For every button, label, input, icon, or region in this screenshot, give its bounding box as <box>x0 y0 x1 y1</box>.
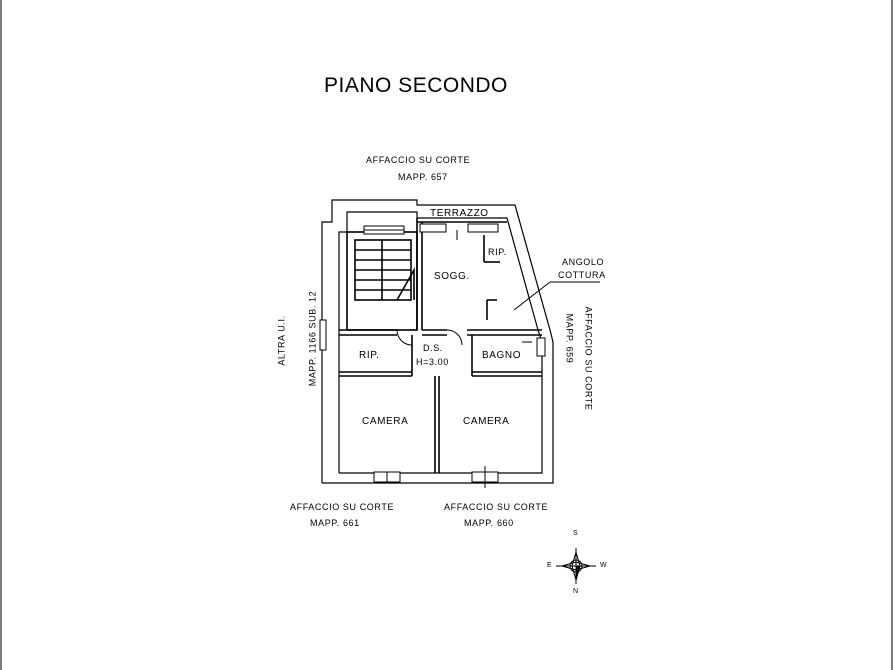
bottom-left-outlook-parcel: MAPP. 661 <box>310 518 360 528</box>
left-boundary-label: ALTRA U.I. <box>276 315 287 366</box>
room-wc-label: RIP. <box>488 247 507 257</box>
left-boundary-parcel: MAPP. 1166 SUB. 12 <box>307 290 318 387</box>
bottom-right-outlook-label: AFFACCIO SU CORTE <box>444 502 549 512</box>
room-bath-label: BAGNO <box>482 350 522 361</box>
interior-walls <box>339 218 542 473</box>
compass-left-letter: E <box>547 562 553 569</box>
room-hall-label-1: D.S. <box>423 343 443 353</box>
top-outlook-parcel: MAPP. 657 <box>398 172 448 182</box>
compass-bottom-letter: N <box>573 588 579 595</box>
compass-right-letter: W <box>600 562 608 569</box>
compass-top-letter: S <box>573 530 579 537</box>
outer-wall-outer <box>321 199 554 484</box>
outer-walls <box>321 199 554 484</box>
compass-rose <box>556 548 596 584</box>
room-kitchen-label-2: COTTURA <box>558 270 606 280</box>
room-living-label: SOGG. <box>434 271 470 282</box>
bottom-right-outlook-parcel: MAPP. 660 <box>464 518 514 528</box>
room-storage-label: RIP. <box>359 350 380 361</box>
openings <box>319 223 600 488</box>
right-outlook-label: AFFACCIO SU CORTE <box>583 306 594 411</box>
top-outlook-label: AFFACCIO SU CORTE <box>366 155 471 165</box>
room-terrace-label: TERRAZZO <box>430 208 489 219</box>
right-outlook-parcel: MAPP. 659 <box>564 313 575 364</box>
room-bedroom-2-label: CAMERA <box>463 416 510 427</box>
room-bedroom-1-label: CAMERA <box>362 416 409 427</box>
page-title: PIANO SECONDO <box>324 74 508 97</box>
room-hall-label-2: H=3.00 <box>416 357 449 367</box>
room-kitchen-label-1: ANGOLO <box>562 257 605 267</box>
bottom-left-outlook-label: AFFACCIO SU CORTE <box>290 502 395 512</box>
